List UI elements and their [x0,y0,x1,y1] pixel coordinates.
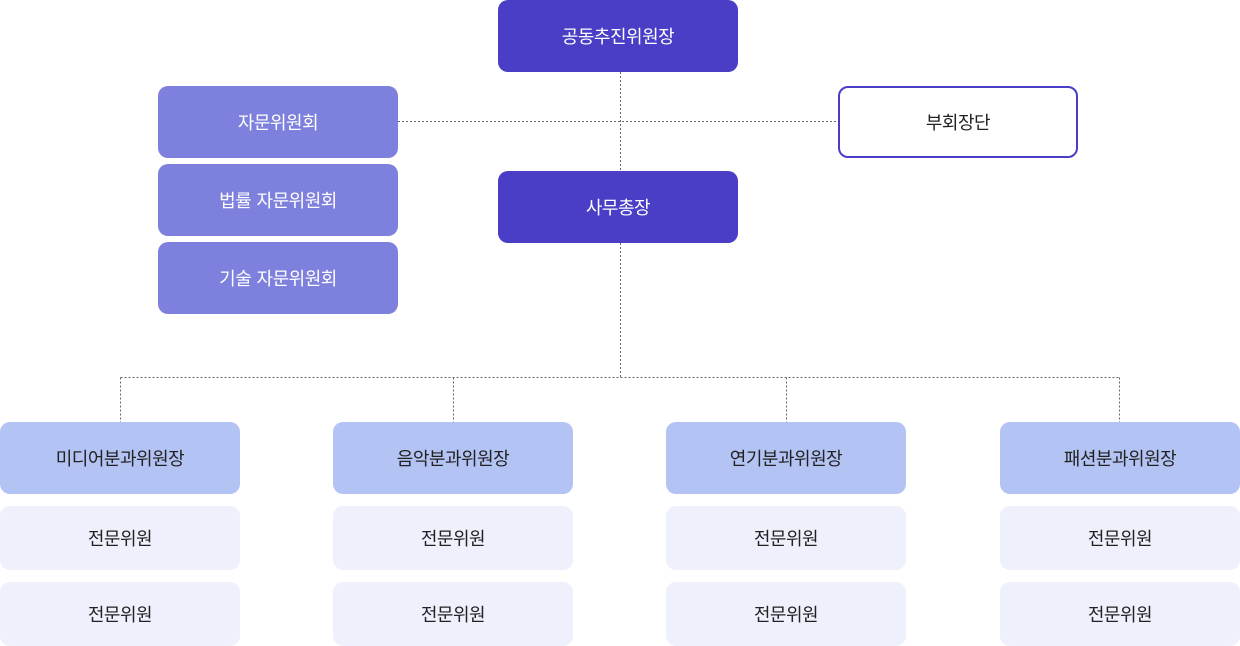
joint-chair-box: 공동추진위원장 [498,0,738,72]
tech-advisory-committee-label: 기술 자문위원회 [219,269,337,290]
division-acting-member-1: 전문위원 [666,506,906,570]
division-media-member-1: 전문위원 [0,506,240,570]
secretary-general-label: 사무총장 [585,198,651,219]
member-label: 전문위원 [1087,605,1153,626]
secretary-general-box: 사무총장 [498,171,738,243]
tech-advisory-committee-box: 기술 자문위원회 [158,242,398,314]
division-fashion-member-1: 전문위원 [1000,506,1240,570]
division-media-label: 미디어분과위원장 [55,449,185,470]
member-label: 전문위원 [753,529,819,550]
division-music-member-2: 전문위원 [333,582,573,646]
division-music-label: 음악분과위원장 [396,449,510,470]
division-fashion-member-2: 전문위원 [1000,582,1240,646]
member-label: 전문위원 [753,605,819,626]
division-acting-label: 연기분과위원장 [729,449,843,470]
division-music-box: 음악분과위원장 [333,422,573,494]
division-fashion-box: 패션분과위원장 [1000,422,1240,494]
division-music-member-1: 전문위원 [333,506,573,570]
member-label: 전문위원 [420,529,486,550]
division-fashion-label: 패션분과위원장 [1063,449,1177,470]
vice-group-label: 부회장단 [925,113,991,134]
member-label: 전문위원 [1087,529,1153,550]
division-acting-box: 연기분과위원장 [666,422,906,494]
legal-advisory-committee-label: 법률 자문위원회 [219,191,337,212]
joint-chair-label: 공동추진위원장 [561,27,675,48]
division-media-member-2: 전문위원 [0,582,240,646]
member-label: 전문위원 [420,605,486,626]
division-media-box: 미디어분과위원장 [0,422,240,494]
division-acting-member-2: 전문위원 [666,582,906,646]
advisory-committee-label: 자문위원회 [237,113,319,134]
member-label: 전문위원 [87,605,153,626]
legal-advisory-committee-box: 법률 자문위원회 [158,164,398,236]
member-label: 전문위원 [87,529,153,550]
advisory-committee-box: 자문위원회 [158,86,398,158]
vice-group-box: 부회장단 [838,86,1078,158]
